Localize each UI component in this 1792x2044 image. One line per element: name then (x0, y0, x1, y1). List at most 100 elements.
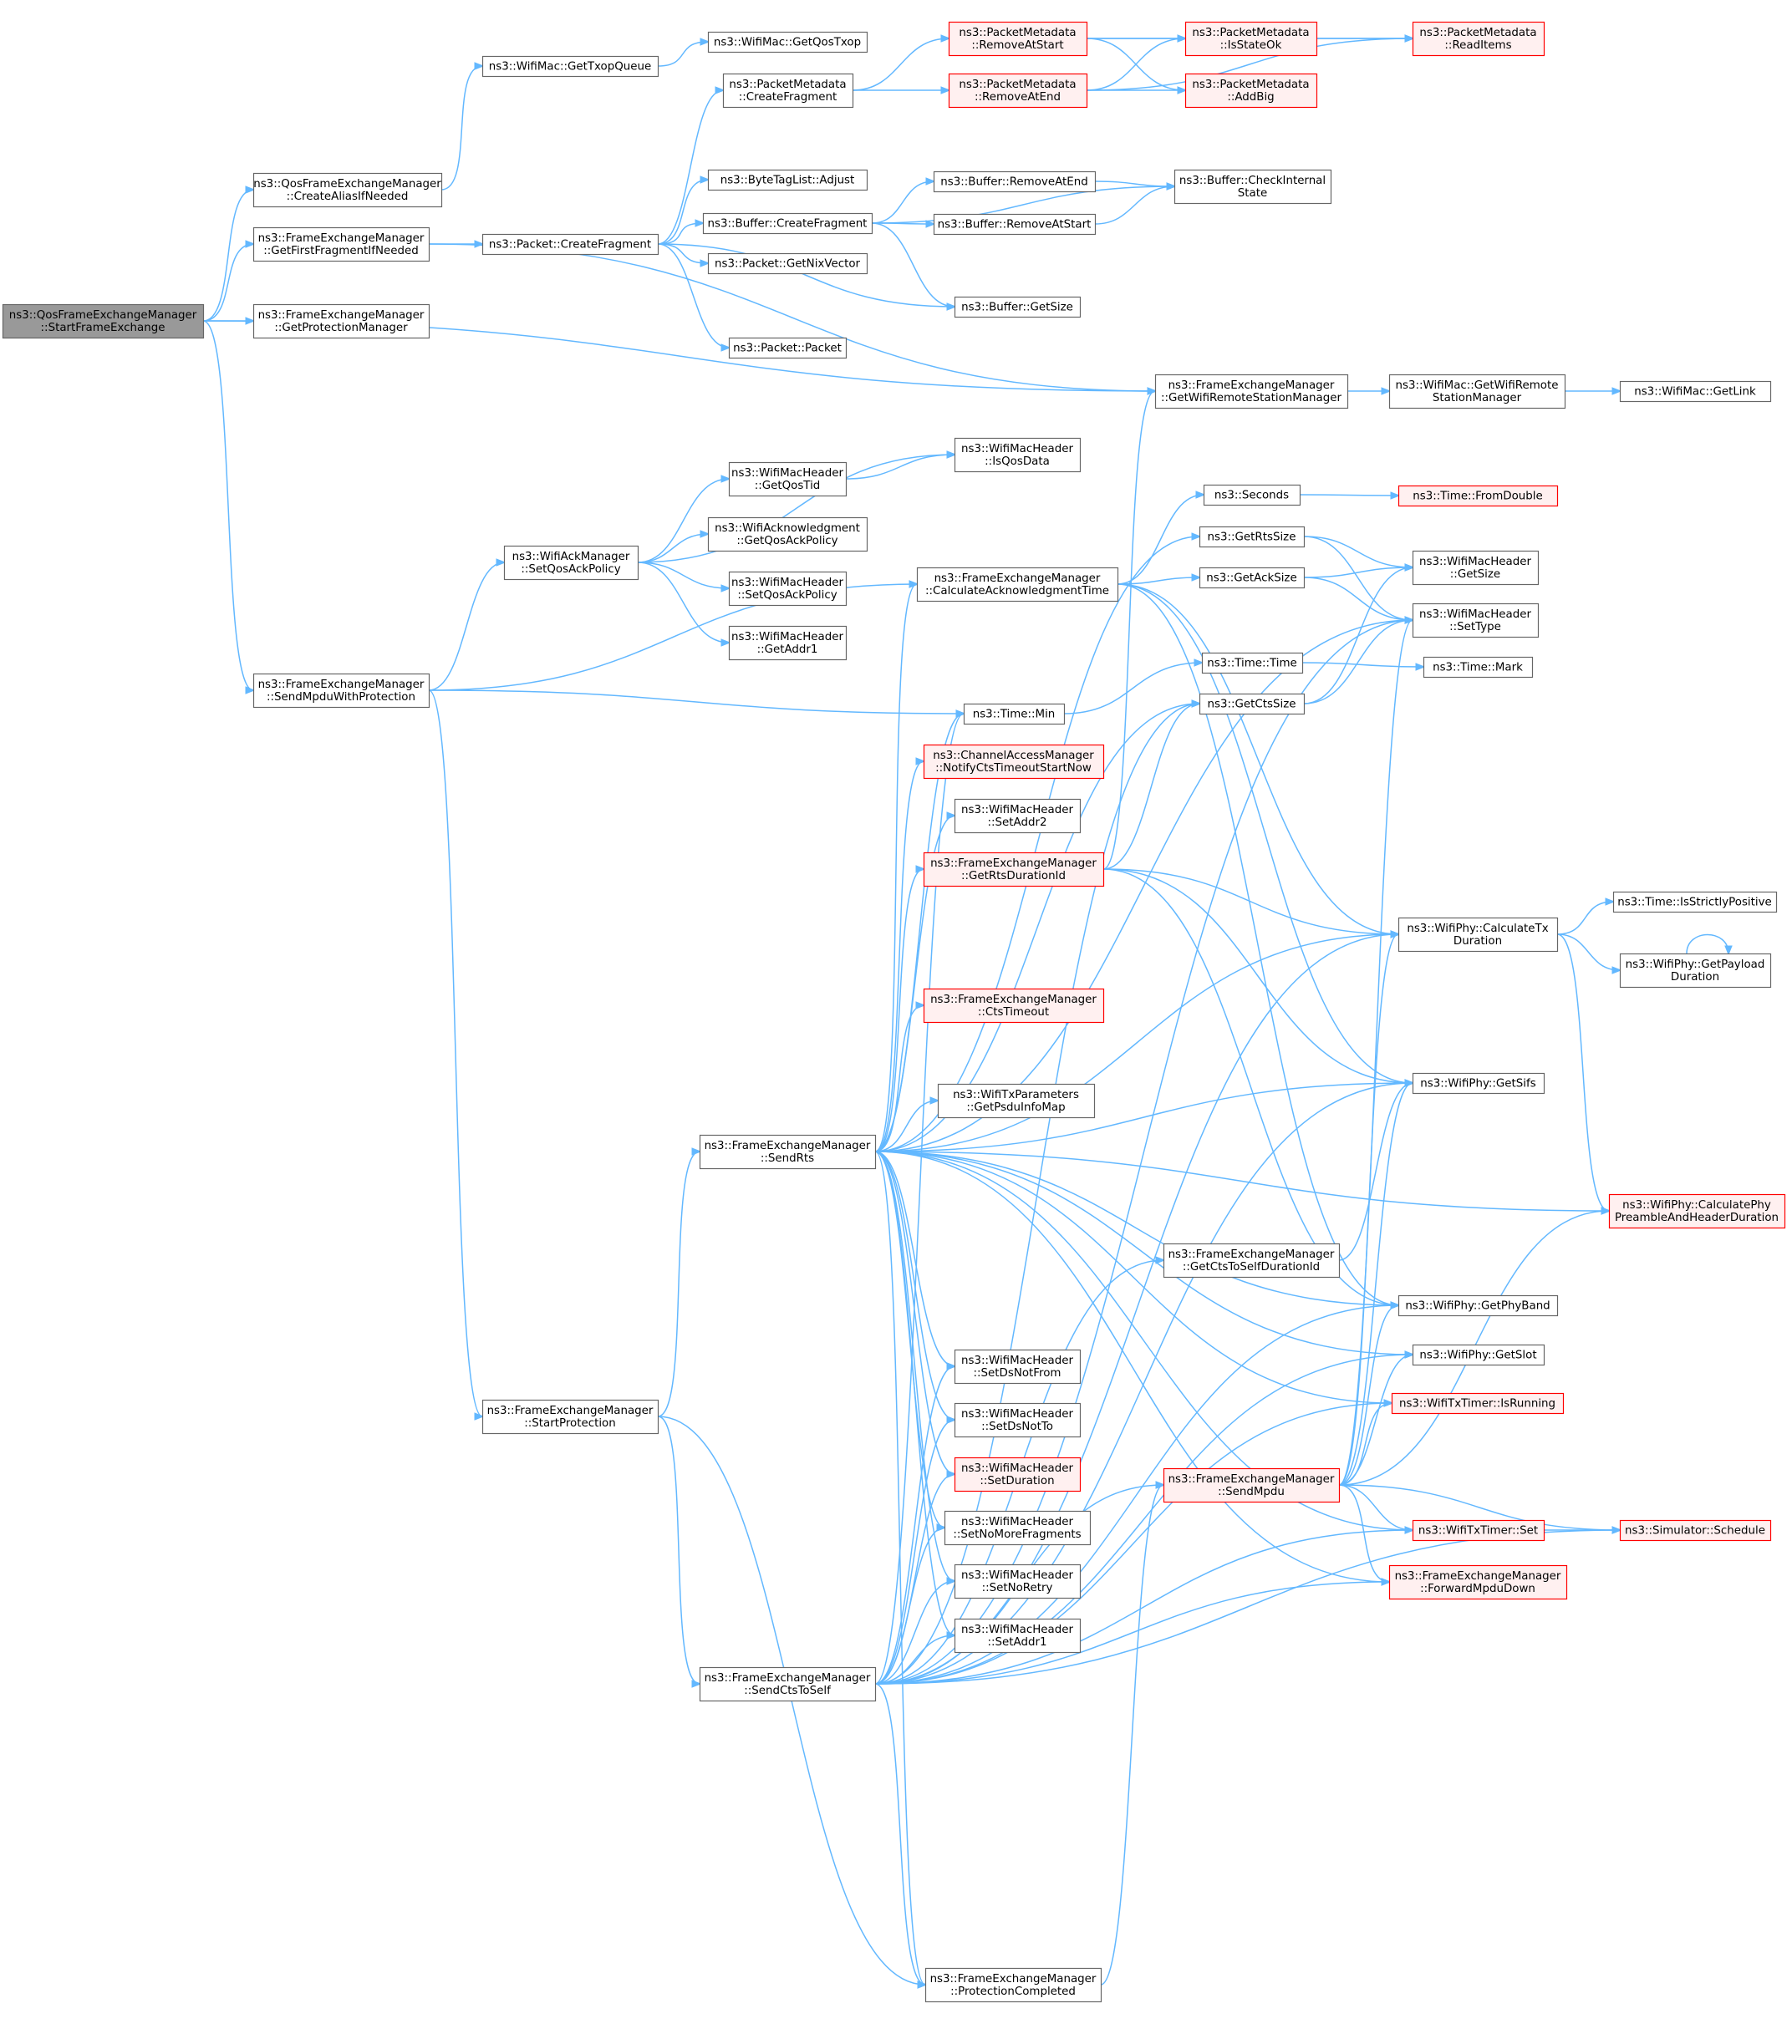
node-timerSet[interactable]: ns3::WifiTxTimer::Set (1412, 1519, 1545, 1542)
node-setNoMore[interactable]: ns3::WifiMacHeader::SetNoMoreFragments (944, 1510, 1092, 1546)
node-pmIsStateOk[interactable]: ns3::PacketMetadata::IsStateOk (1184, 21, 1318, 57)
node-pmCreateFrag[interactable]: ns3::PacketMetadata::CreateFragment (722, 73, 854, 109)
node-calcPreamble[interactable]: ns3::WifiPhy::CalculatePhyPreambleAndHea… (1608, 1193, 1786, 1229)
edge-pmRemoveEnd-to-pmIsStateOk (1086, 38, 1185, 91)
edge-calcAck-to-calcTx (1117, 583, 1398, 934)
node-packetPacket[interactable]: ns3::Packet::Packet (728, 337, 848, 359)
node-label: ::CalculateAcknowledgmentTime (925, 585, 1109, 597)
node-box (1412, 603, 1540, 638)
node-setDsNotFrom[interactable]: ns3::WifiMacHeader::SetDsNotFrom (954, 1349, 1082, 1385)
node-protCompleted[interactable]: ns3::FrameExchangeManager::ProtectionCom… (924, 1967, 1102, 2003)
node-setQosAck[interactable]: ns3::WifiAckManager::SetQosAckPolicy (503, 545, 639, 581)
node-ackGetQosAck[interactable]: ns3::WifiAcknowledgment::GetQosAckPolicy (707, 516, 868, 552)
node-label: ns3::FrameExchangeManager (1168, 1473, 1335, 1486)
node-btlAdjust[interactable]: ns3::ByteTagList::Adjust (707, 169, 868, 191)
edge-packetCreateFrag-to-packetPacket (657, 243, 729, 348)
node-box (1388, 374, 1566, 409)
node-box (923, 852, 1105, 887)
node-box (954, 1564, 1082, 1599)
node-fromDouble[interactable]: ns3::Time::FromDouble (1397, 485, 1559, 507)
node-calcAck[interactable]: ns3::FrameExchangeManager::CalculateAckn… (916, 567, 1119, 603)
node-setDuration[interactable]: ns3::WifiMacHeader::SetDuration (954, 1457, 1082, 1492)
node-getCtsSelfDur[interactable]: ns3::FrameExchangeManager::GetCtsToSelfD… (1163, 1243, 1341, 1279)
node-getNixVector[interactable]: ns3::Packet::GetNixVector (707, 252, 868, 275)
node-isStrictlyPos[interactable]: ns3::Time::IsStrictlyPositive (1612, 891, 1778, 913)
edge-start-to-sendMpduProt (202, 320, 253, 690)
node-schedule[interactable]: ns3::Simulator::Schedule (1619, 1519, 1772, 1542)
node-label: ns3::ChannelAccessManager (933, 750, 1094, 762)
node-macGetRemote[interactable]: ns3::WifiMac::GetWifiRemoteStationManage… (1388, 374, 1566, 409)
node-pmAddBig[interactable]: ns3::PacketMetadata::AddBig (1184, 73, 1318, 109)
node-sendMpduProt[interactable]: ns3::FrameExchangeManager::SendMpduWithP… (252, 673, 430, 709)
node-getPhyBand[interactable]: ns3::WifiPhy::GetPhyBand (1397, 1294, 1559, 1317)
node-timeMin[interactable]: ns3::Time::Min (963, 703, 1066, 725)
node-setAddr2[interactable]: ns3::WifiMacHeader::SetAddr2 (954, 798, 1082, 834)
node-getRemoteMgr[interactable]: ns3::FrameExchangeManager::GetWifiRemote… (1154, 374, 1349, 409)
node-bufCreateFrag[interactable]: ns3::Buffer::CreateFragment (702, 212, 873, 235)
node-box (1184, 21, 1318, 57)
node-getQosTid[interactable]: ns3::WifiMacHeader::GetQosTid (728, 461, 848, 497)
node-macGetLink[interactable]: ns3::WifiMac::GetLink (1619, 380, 1772, 403)
node-bufRemoveStart[interactable]: ns3::Buffer::RemoveAtStart (933, 213, 1097, 236)
node-timeTime[interactable]: ns3::Time::Time (1201, 652, 1304, 674)
node-hdrIsQosData[interactable]: ns3::WifiMacHeader::IsQosData (954, 437, 1082, 473)
edge-sendCts-to-setDuration (874, 1474, 955, 1685)
edge-sendCts-to-timerSet (874, 1530, 1413, 1685)
node-label: ns3::Buffer::CreateFragment (708, 218, 868, 231)
node-sendRts[interactable]: ns3::FrameExchangeManager::SendRts (699, 1134, 877, 1170)
node-setNoRetry[interactable]: ns3::WifiMacHeader::SetNoRetry (954, 1564, 1082, 1599)
node-bufGetSize[interactable]: ns3::Buffer::GetSize (954, 296, 1082, 318)
node-bufRemoveEnd[interactable]: ns3::Buffer::RemoveAtEnd (933, 170, 1097, 193)
node-getPsdu[interactable]: ns3::WifiTxParameters::GetPsduInfoMap (937, 1083, 1096, 1119)
node-label: ns3::PacketMetadata (1192, 27, 1309, 39)
node-label: ::SendMpdu (1218, 1486, 1285, 1498)
edge-pmRemoveEnd-to-pmReadItems (1086, 38, 1413, 91)
node-label: ns3::FrameExchangeManager (1395, 1570, 1561, 1583)
node-isRunning[interactable]: ns3::WifiTxTimer::IsRunning (1391, 1392, 1565, 1415)
node-hdrSetQosAck[interactable]: ns3::WifiMacHeader::SetQosAckPolicy (728, 571, 848, 607)
node-seconds[interactable]: ns3::Seconds (1203, 484, 1301, 506)
node-getSifs[interactable]: ns3::WifiPhy::GetSifs (1412, 1072, 1545, 1095)
node-getRtsSize[interactable]: ns3::GetRtsSize (1199, 526, 1306, 548)
node-ctsTimeout[interactable]: ns3::FrameExchangeManager::CtsTimeout (923, 988, 1105, 1024)
edge-sendCts-to-hdrSetType (874, 620, 1413, 1685)
node-box (1412, 550, 1540, 586)
node-packetCreateFrag[interactable]: ns3::Packet::CreateFragment (481, 233, 659, 256)
node-sendCts[interactable]: ns3::FrameExchangeManager::SendCtsToSelf (699, 1666, 877, 1702)
node-sendMpdu[interactable]: ns3::FrameExchangeManager::SendMpdu (1163, 1467, 1341, 1503)
node-hdrGetSize[interactable]: ns3::WifiMacHeader::GetSize (1412, 550, 1540, 586)
node-notifyCts[interactable]: ns3::ChannelAccessManager::NotifyCtsTime… (923, 744, 1105, 780)
node-start[interactable]: ns3::QosFrameExchangeManager::StartFrame… (2, 303, 205, 339)
node-createAlias[interactable]: ns3::QosFrameExchangeManager::CreateAlia… (252, 172, 443, 208)
node-getRtsDur[interactable]: ns3::FrameExchangeManager::GetRtsDuratio… (923, 852, 1105, 887)
node-getFirstFrag[interactable]: ns3::FrameExchangeManager::GetFirstFragm… (252, 226, 430, 262)
node-getCtsSize[interactable]: ns3::GetCtsSize (1199, 693, 1306, 715)
node-label: ns3::ByteTagList::Adjust (720, 175, 855, 187)
node-pmRemoveEnd[interactable]: ns3::PacketMetadata::RemoveAtEnd (948, 73, 1088, 109)
node-getProtMgr[interactable]: ns3::FrameExchangeManager::GetProtection… (252, 303, 430, 339)
node-pmRemoveStart[interactable]: ns3::PacketMetadata::RemoveAtStart (948, 21, 1088, 57)
node-label: ns3::Time::FromDouble (1413, 491, 1542, 503)
node-hdrSetType[interactable]: ns3::WifiMacHeader::SetType (1412, 603, 1540, 638)
node-pmReadItems[interactable]: ns3::PacketMetadata::ReadItems (1412, 21, 1545, 57)
node-setDsNotTo[interactable]: ns3::WifiMacHeader::SetDsNotTo (954, 1402, 1082, 1438)
node-getTxopQueue[interactable]: ns3::WifiMac::GetTxopQueue (481, 55, 659, 78)
edge-sendRts-to-isRunning (874, 1151, 1392, 1403)
edge-getRtsDur-to-getPhyBand (1102, 868, 1398, 1305)
node-timeMark[interactable]: ns3::Time::Mark (1423, 656, 1534, 679)
node-startProt[interactable]: ns3::FrameExchangeManager::StartProtecti… (481, 1399, 659, 1435)
node-forwardMpdu[interactable]: ns3::FrameExchangeManager::ForwardMpduDo… (1388, 1564, 1568, 1600)
node-label: ::SendRts (761, 1152, 814, 1165)
edge-start-to-createAlias (202, 190, 253, 322)
edge-packetCreateFrag-to-btlAdjust (657, 180, 708, 245)
node-box (1619, 1519, 1772, 1542)
node-getQosTxop[interactable]: ns3::WifiMac::GetQosTxop (707, 31, 868, 53)
node-getAckSize[interactable]: ns3::GetAckSize (1199, 567, 1306, 589)
node-getSlot[interactable]: ns3::WifiPhy::GetSlot (1412, 1344, 1545, 1366)
node-setAddr1[interactable]: ns3::WifiMacHeader::SetAddr1 (954, 1618, 1082, 1654)
node-hdrGetAddr1[interactable]: ns3::WifiMacHeader::GetAddr1 (728, 625, 848, 661)
edge-getRtsDur-to-getCtsSize (1102, 704, 1199, 870)
